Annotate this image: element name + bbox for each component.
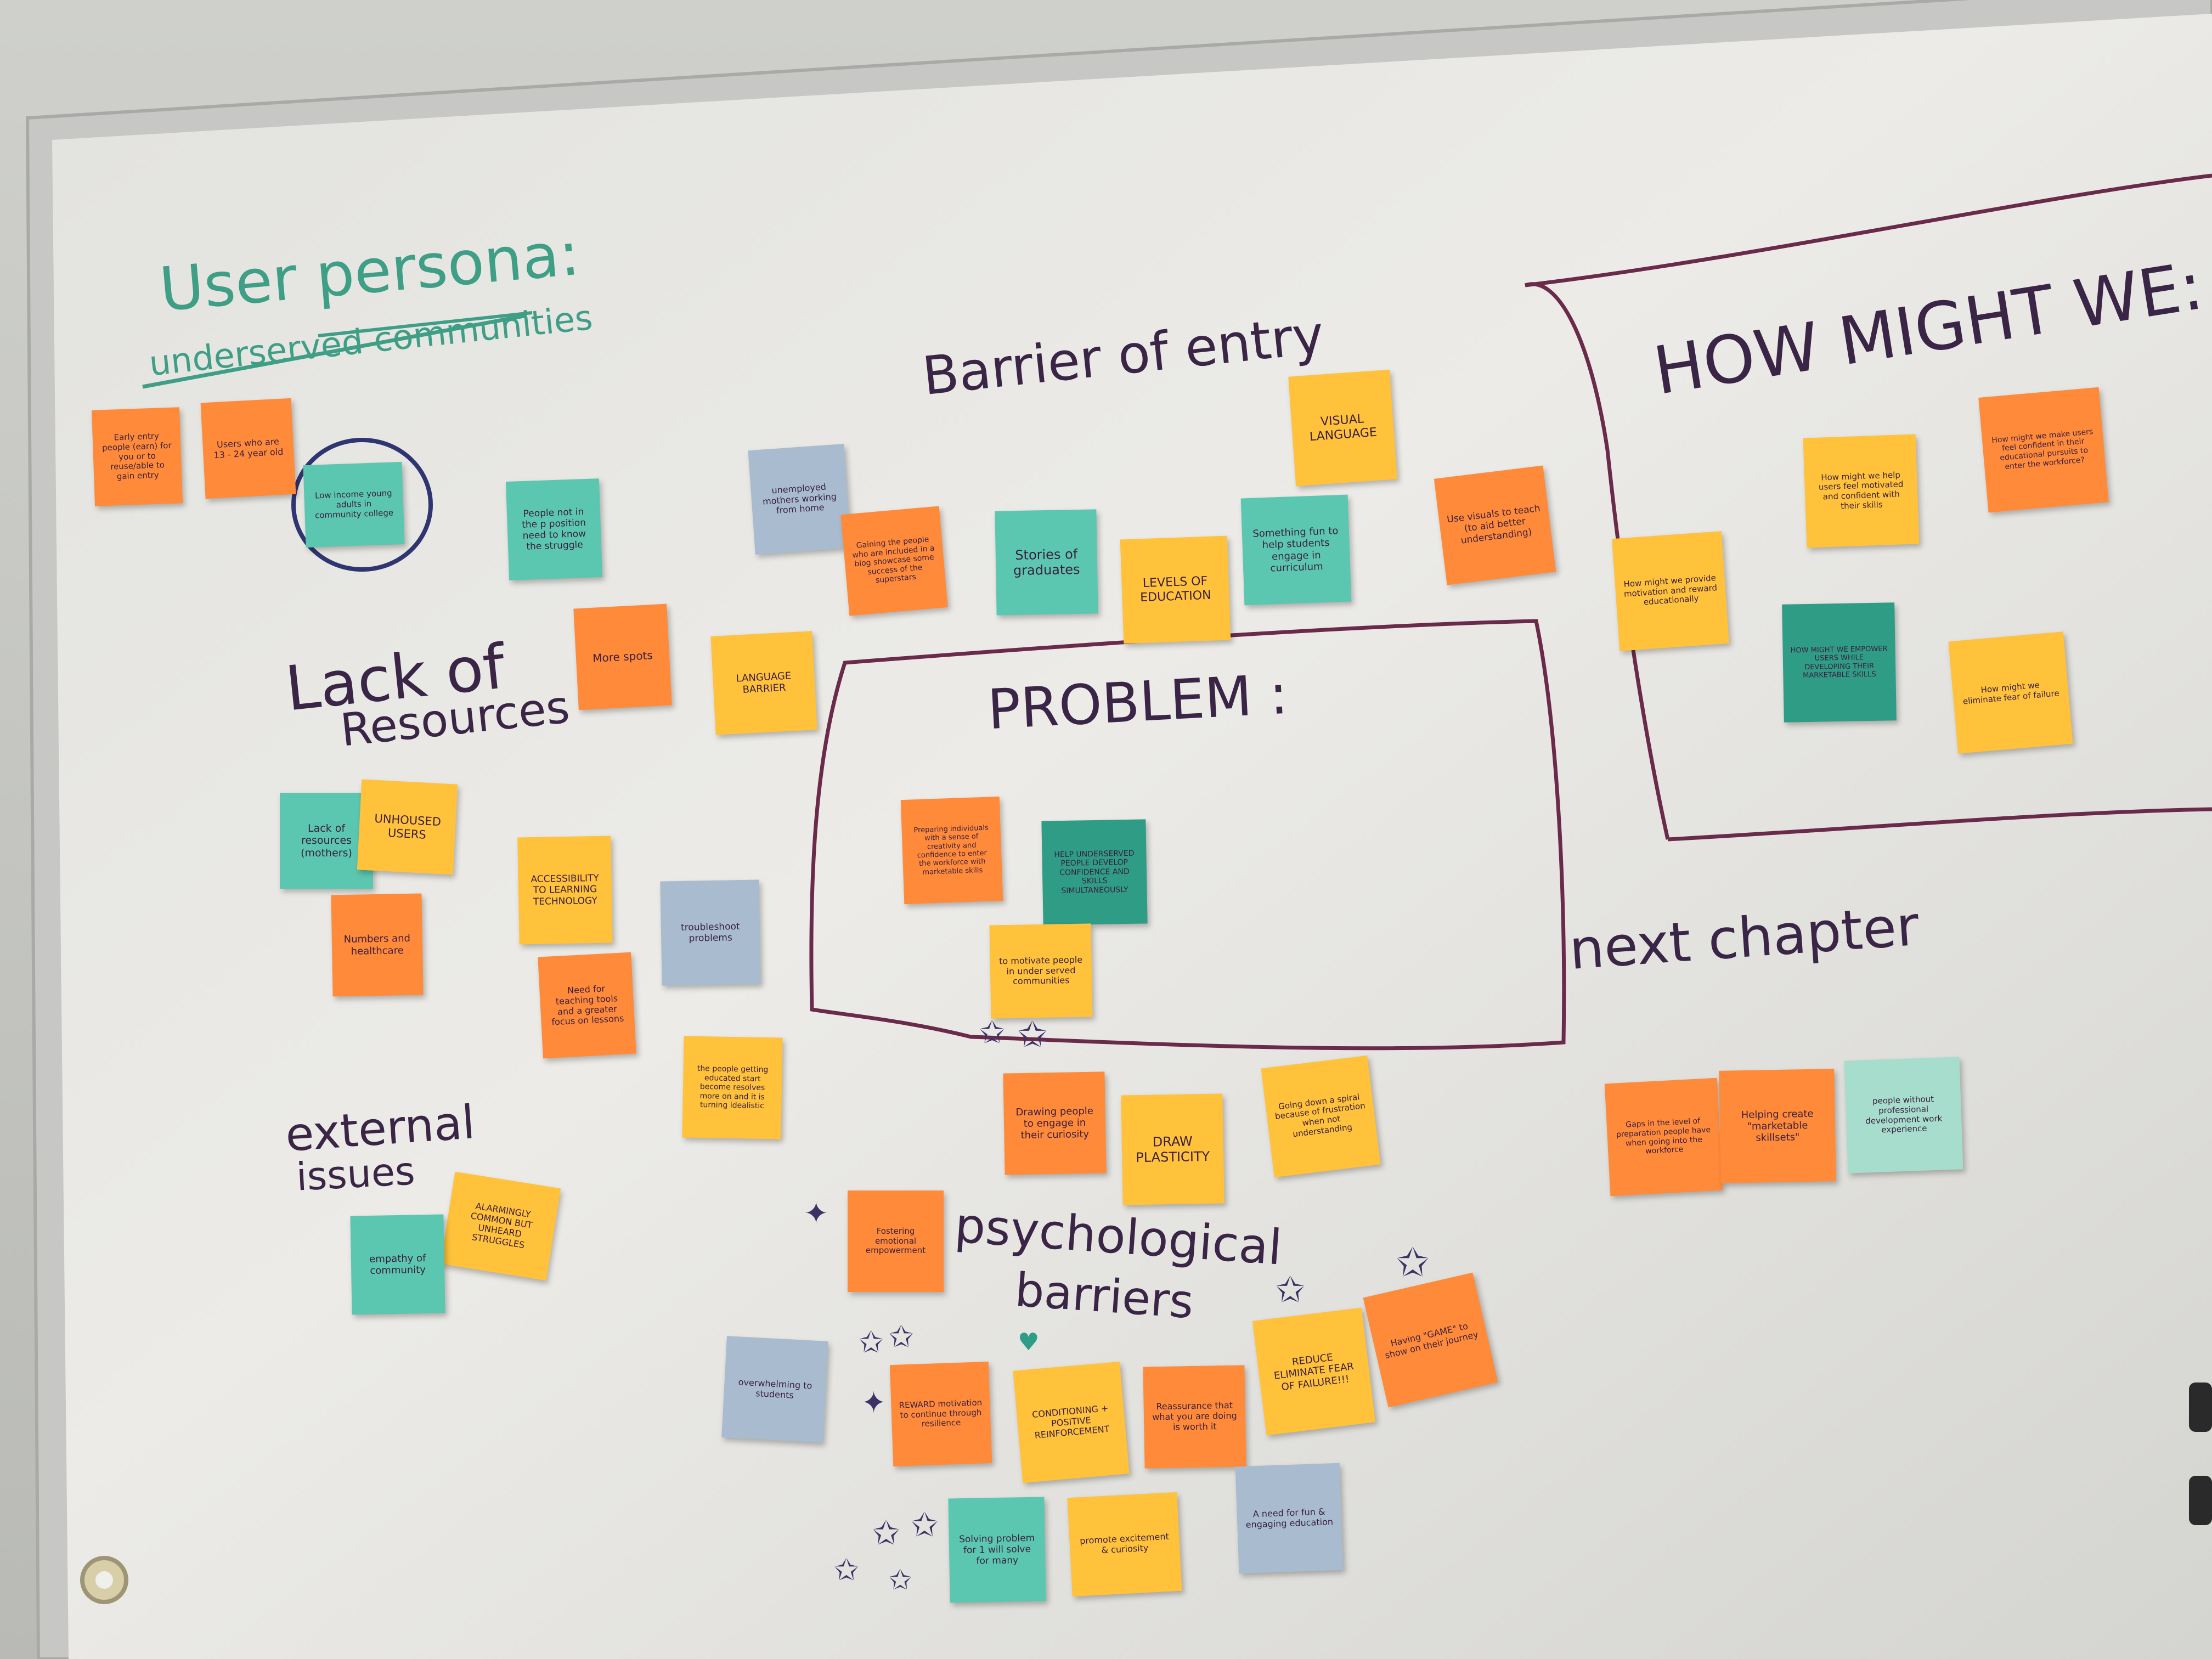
- magnet: [2189, 1383, 2212, 1432]
- sticky-note: Users who are 13 - 24 year old: [200, 398, 296, 499]
- sticky-note: How might we eliminate fear of failure: [1948, 631, 2073, 754]
- sticky-note: Reassurance that what you are doing is w…: [1143, 1365, 1246, 1469]
- sticky-note: HOW MIGHT WE EMPOWER USERS WHILE DEVELOP…: [1782, 602, 1897, 723]
- sticky-note: unemployed mothers working from home: [748, 444, 851, 555]
- sticky-note: people without professional development …: [1844, 1057, 1963, 1173]
- star-icon: ✩: [889, 1319, 914, 1354]
- sticky-note: promote excitement & curiosity: [1067, 1492, 1182, 1597]
- star-icon: ✩: [1396, 1239, 1430, 1285]
- sticky-note: Gaps in the level of preparation people …: [1604, 1077, 1723, 1197]
- star-icon: ♥: [1018, 1328, 1040, 1356]
- star-icon: ✩: [1018, 1015, 1047, 1056]
- sticky-note: A need for fun & engaging education: [1235, 1463, 1344, 1574]
- sticky-note: Something fun to help students engage in…: [1240, 494, 1352, 606]
- sticky-note: How might we help users feel motivated a…: [1803, 434, 1920, 548]
- sticky-note: Preparing individuals with a sense of cr…: [900, 796, 1003, 905]
- sticky-note: LEVELS OF EDUCATION: [1120, 535, 1231, 644]
- sticky-note: Gaining the people who are included in a…: [840, 506, 948, 616]
- sticky-note: UNHOUSED USERS: [357, 779, 458, 875]
- sticky-note: overwhelming to students: [721, 1336, 828, 1443]
- sticky-note: Going down a spiral because of frustrati…: [1261, 1055, 1381, 1178]
- sticky-note: Need for teaching tools and a greater fo…: [538, 952, 636, 1059]
- sticky-note: Helping create "marketable skillsets": [1719, 1069, 1836, 1183]
- magnet: [2189, 1476, 2212, 1525]
- sticky-note: empathy of community: [350, 1214, 445, 1315]
- heading-issues: issues: [295, 1148, 416, 1200]
- sticky-note: DRAW PLASTICITY: [1121, 1093, 1224, 1205]
- sticky-note: Numbers and healthcare: [331, 893, 424, 997]
- sticky-note: troubleshoot problems: [660, 879, 761, 986]
- sticky-note: Drawing people to engage in their curios…: [1003, 1071, 1107, 1175]
- sticky-note: More spots: [573, 603, 672, 710]
- star-icon: ✦: [861, 1385, 887, 1420]
- sticky-note: How might we provide motivation and rewa…: [1612, 531, 1729, 651]
- sticky-note: Stories of graduates: [995, 509, 1098, 616]
- star-icon: ✩: [859, 1325, 884, 1359]
- star-icon: ✩: [872, 1514, 900, 1553]
- sticky-note: HELP UNDERSERVED PEOPLE DEVELOP CONFIDEN…: [1041, 819, 1148, 926]
- sticky-note: Solving problem for 1 will solve for man…: [948, 1497, 1046, 1603]
- sticky-note: People not in the p position need to kno…: [505, 478, 603, 580]
- sticky-note: How might we make users feel confident i…: [1978, 387, 2109, 513]
- sticky-note: Fostering emotional empowerment: [848, 1190, 944, 1292]
- star-icon: ✦: [804, 1196, 829, 1231]
- sticky-note: Low income young adults in community col…: [303, 461, 405, 548]
- star-icon: ✩: [911, 1506, 939, 1544]
- star-icon: ✩: [889, 1564, 912, 1596]
- heading-barriers: barriers: [1013, 1262, 1195, 1329]
- sticky-note: ALARMINGLY COMMON BUT UNHEARD STRUGGLES: [440, 1171, 561, 1281]
- star-icon: ✩: [979, 1015, 1005, 1051]
- sticky-note: ACCESSIBILITY TO LEARNING TECHNOLOGY: [517, 836, 613, 945]
- sticky-note: the people getting educated start become…: [682, 1036, 783, 1139]
- sticky-note: Lack of resources (mothers): [280, 793, 373, 889]
- star-icon: ✩: [834, 1553, 859, 1587]
- sticky-note: REDUCE ELIMINATE FEAR OF FAILURE!!!: [1252, 1307, 1376, 1436]
- sticky-note: VISUAL LANGUAGE: [1288, 369, 1397, 487]
- sticky-note: Early entry people (earn) for you or to …: [91, 407, 183, 506]
- sticky-note: CONDITIONING + POSITIVE REINFORCEMENT: [1013, 1361, 1130, 1483]
- heading-external: external: [284, 1095, 477, 1162]
- sticky-note: to motivate people in under served commu…: [989, 923, 1093, 1019]
- sticky-note: Use visuals to teach (to aid better unde…: [1434, 465, 1556, 585]
- heading-problem: PROBLEM :: [986, 662, 1290, 742]
- sticky-note: LANGUAGE BARRIER: [710, 631, 817, 735]
- star-icon: ✩: [1276, 1270, 1305, 1311]
- sticky-note: REWARD motivation to continue through re…: [889, 1361, 992, 1467]
